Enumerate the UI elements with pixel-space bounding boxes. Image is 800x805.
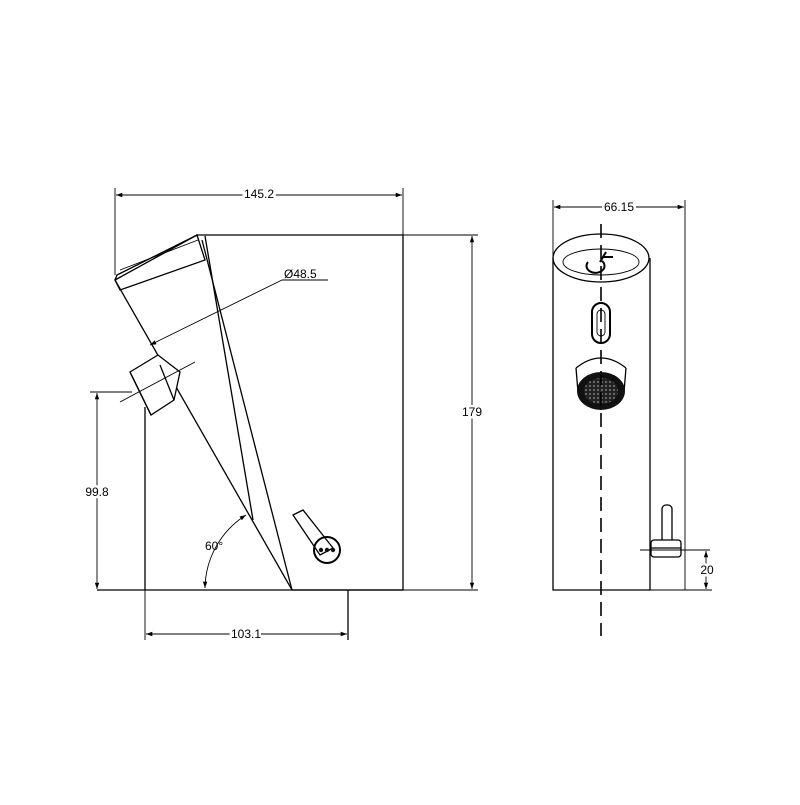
faucet-body-side [114, 234, 404, 591]
lever-dot-1 [318, 547, 324, 553]
spout-inner-edge [204, 235, 254, 521]
lever-dot-2 [324, 547, 330, 553]
side-view: 145.2 Ø48.5 179 99.8 60° 103.1 [83, 185, 485, 644]
dim-angle: 60° [205, 539, 223, 553]
aerator-axis [119, 361, 196, 403]
spout-front-edge [201, 239, 293, 591]
dim-spout-height: 99.8 [85, 485, 109, 499]
spout-cap-rim [119, 239, 199, 271]
aerator-side [129, 354, 181, 416]
dim-base-length: 103.1 [231, 627, 261, 641]
dim-angle-arc [202, 514, 247, 589]
lever-knob [313, 536, 341, 564]
dim-dia-leader [149, 279, 283, 346]
front-view: 66.15 20 [552, 198, 716, 636]
dim-side-width: 145.2 [244, 187, 274, 201]
aerator-mesh [584, 378, 618, 404]
logo-icon [585, 251, 613, 274]
spout-cap [114, 234, 206, 291]
lever-dot-3 [330, 547, 336, 553]
dim-height: 179 [462, 405, 482, 419]
dim-lever-height: 20 [700, 563, 714, 577]
dim-diameter: Ø48.5 [284, 267, 317, 281]
dim-front-width: 66.15 [604, 200, 634, 214]
aerator-edge [129, 371, 152, 416]
aerator-edge-2 [159, 364, 175, 401]
